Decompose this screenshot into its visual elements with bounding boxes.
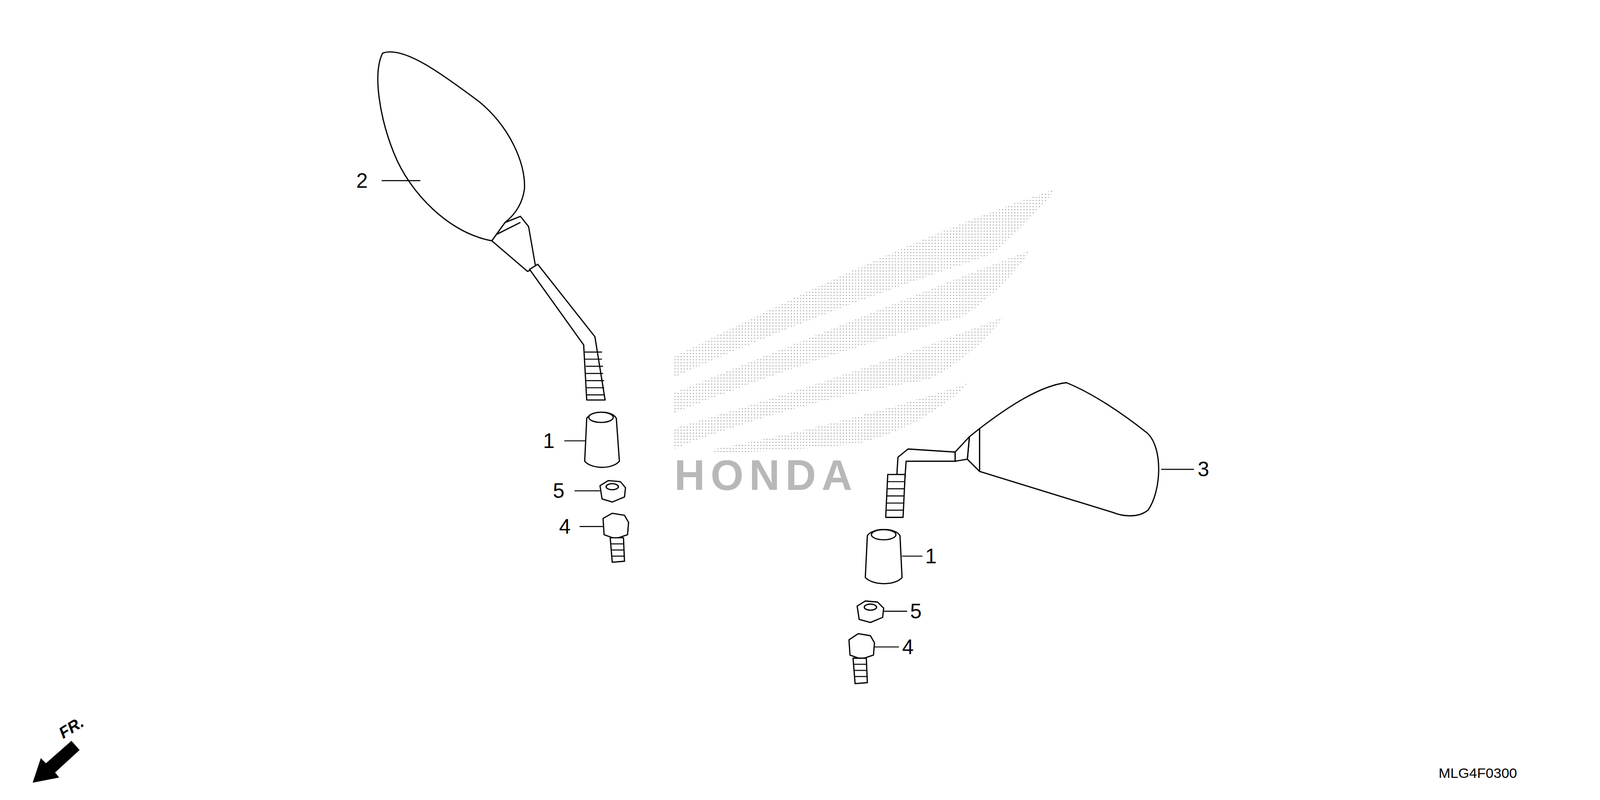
callout-number: 5 (552, 480, 565, 502)
callout-number: 4 (559, 516, 571, 537)
callout-number: 1 (543, 430, 555, 452)
callout-number: 5 (910, 600, 922, 622)
nut (600, 480, 626, 503)
brand-watermark: HONDA (674, 454, 858, 497)
callout-number: 2 (356, 170, 368, 192)
mirror-left (377, 51, 525, 241)
front-arrow (32, 740, 80, 783)
adapter-bolt (603, 513, 629, 539)
leader-lines (381, 180, 1194, 648)
callout-number: 1 (925, 545, 937, 567)
front-direction: FR. (56, 713, 87, 742)
callout-number: 3 (1197, 458, 1209, 480)
diagram-code: MLG4F0300 (1438, 766, 1518, 781)
rubber-cover (584, 412, 620, 468)
callout-number: 4 (902, 636, 914, 658)
mirror-right (979, 382, 1160, 516)
